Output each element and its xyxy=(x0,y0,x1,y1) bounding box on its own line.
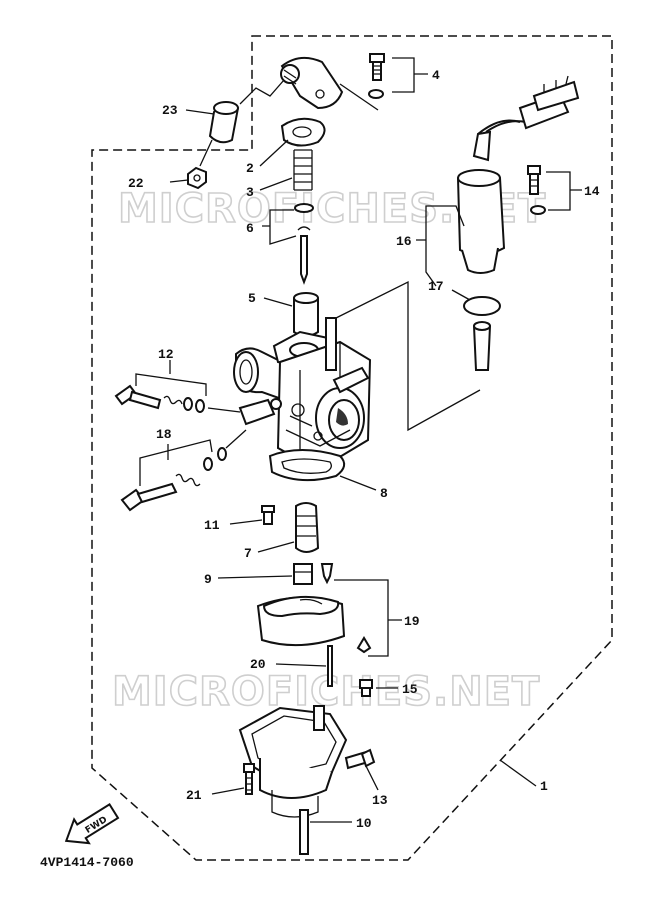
leader-9 xyxy=(217,575,293,579)
leader-6 xyxy=(262,209,297,245)
choke-link xyxy=(335,280,481,432)
leader-12 xyxy=(135,360,207,396)
float-clip xyxy=(356,636,372,654)
needle-jet-7 xyxy=(295,502,320,553)
leader-21 xyxy=(211,787,245,795)
leader-17 xyxy=(451,289,471,301)
callout-19: 19 xyxy=(404,614,420,629)
callout-5: 5 xyxy=(248,291,256,306)
callout-17: 17 xyxy=(428,279,444,294)
float-19 xyxy=(256,595,346,647)
callout-18: 18 xyxy=(156,427,172,442)
cap-23 xyxy=(208,101,240,144)
leader-8 xyxy=(339,475,377,491)
needle-valve-19 xyxy=(320,563,334,585)
leader-14 xyxy=(546,171,582,211)
gasket-8 xyxy=(268,449,346,482)
callout-16: 16 xyxy=(396,234,412,249)
callout-2: 2 xyxy=(246,161,254,176)
gasket-2 xyxy=(280,117,326,147)
leader-22 xyxy=(169,179,189,183)
needle-6 xyxy=(294,203,314,285)
leader-11 xyxy=(229,519,263,525)
callout-9: 9 xyxy=(204,572,212,587)
leader-5 xyxy=(263,297,293,307)
float-bowl xyxy=(238,705,348,818)
callout-21: 21 xyxy=(186,788,202,803)
link-22-23 xyxy=(199,139,213,167)
choke-plunger xyxy=(472,321,492,371)
callout-13: 13 xyxy=(372,793,388,808)
float-pin-20 xyxy=(327,645,333,687)
screw-15 xyxy=(359,679,373,697)
leader-20 xyxy=(275,663,327,667)
watermark-bottom: MICROFICHES.NET xyxy=(112,669,540,715)
assembly-boundary xyxy=(91,35,613,861)
fwd-arrow-icon: FWD xyxy=(64,802,120,845)
wire-23 xyxy=(239,79,285,105)
callout-7: 7 xyxy=(244,546,252,561)
bolt-11 xyxy=(261,505,275,525)
callout-22: 22 xyxy=(128,176,144,191)
diagram-code: 4VP1414-7060 xyxy=(40,855,134,870)
leader-7 xyxy=(257,541,295,553)
drain-screw-13 xyxy=(344,748,376,770)
callout-6: 6 xyxy=(246,221,254,236)
leader-4 xyxy=(392,57,428,93)
callout-20: 20 xyxy=(250,657,266,672)
top-cap xyxy=(280,56,344,110)
callout-15: 15 xyxy=(402,682,418,697)
link-18 xyxy=(225,429,247,449)
screw-4 xyxy=(368,53,385,99)
pilot-screw-12 xyxy=(114,384,205,413)
throttle-screw-18 xyxy=(120,447,227,512)
auto-choke-16 xyxy=(456,75,580,274)
callout-1: 1 xyxy=(540,779,548,794)
main-jet-9 xyxy=(293,563,313,585)
leader-13 xyxy=(365,765,379,791)
leader-16 xyxy=(416,205,465,287)
link-12 xyxy=(207,407,241,413)
callout-14: 14 xyxy=(584,184,600,199)
leader-1 xyxy=(499,759,537,787)
callout-4: 4 xyxy=(432,68,440,83)
leader-23 xyxy=(185,109,215,115)
callout-8: 8 xyxy=(380,486,388,501)
callout-11: 11 xyxy=(204,518,220,533)
nut-22 xyxy=(187,166,207,190)
leader-3 xyxy=(259,177,293,191)
leader-4b xyxy=(339,83,379,111)
carburetor-body xyxy=(233,317,372,472)
callout-3: 3 xyxy=(246,185,254,200)
screw-14 xyxy=(527,165,546,215)
leader-2 xyxy=(259,139,289,167)
leader-19 xyxy=(334,579,402,657)
throttle-valve-5 xyxy=(293,292,319,337)
callout-12: 12 xyxy=(158,347,174,362)
o-ring-17 xyxy=(463,296,501,316)
leader-18 xyxy=(139,439,213,486)
screw-21 xyxy=(243,763,255,795)
callout-10: 10 xyxy=(356,816,372,831)
callout-23: 23 xyxy=(162,103,178,118)
drain-hose-10 xyxy=(299,809,309,855)
spring-3 xyxy=(293,149,313,191)
